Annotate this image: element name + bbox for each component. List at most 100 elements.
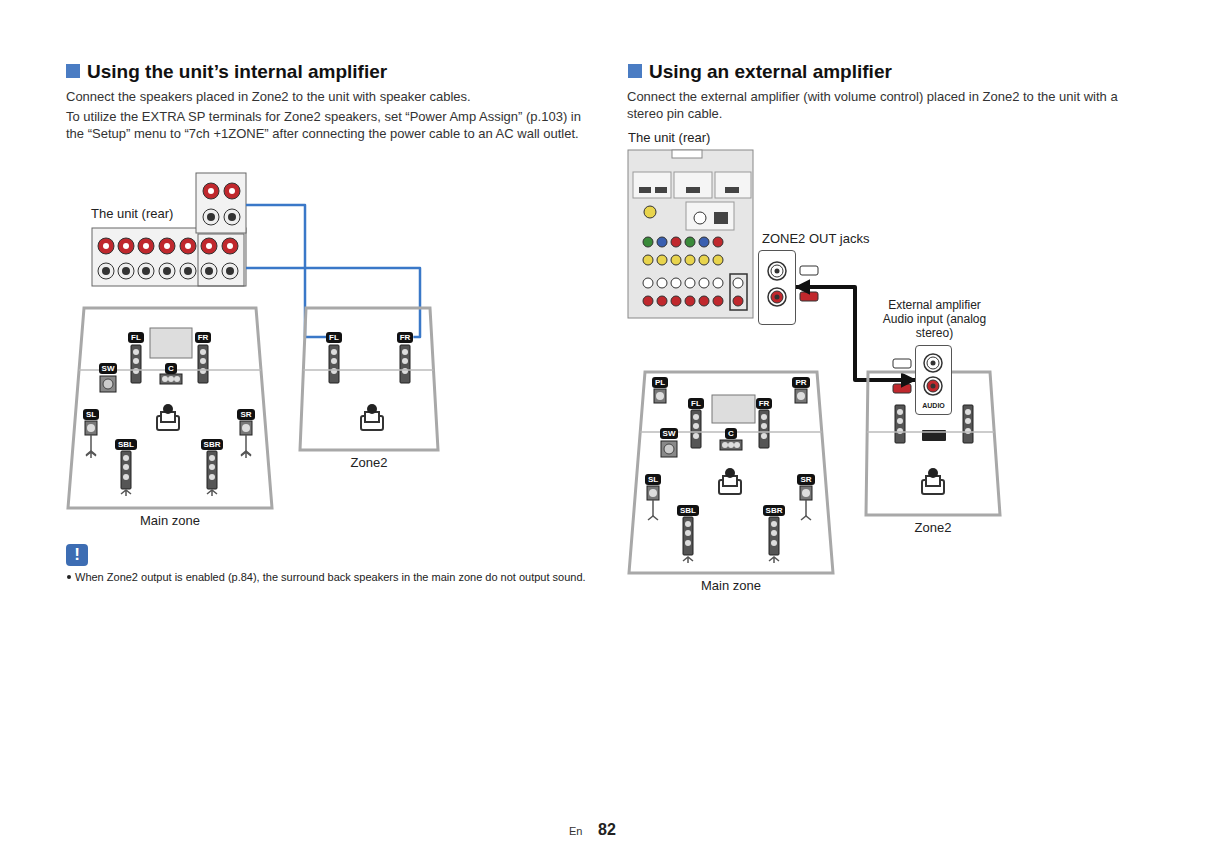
illustration-part: [671, 278, 681, 288]
illustration-part: [685, 278, 695, 288]
illustration-part: [643, 237, 653, 247]
illustration-part: [180, 263, 196, 279]
illustration-part: [138, 263, 154, 279]
illustration-part: [98, 238, 114, 254]
jack-ring: [924, 377, 942, 395]
speaker-label: SBR: [763, 505, 786, 516]
illustration-part: [203, 183, 219, 199]
jack-ring: [924, 354, 942, 372]
speaker-label: SR: [797, 474, 814, 485]
speaker-label-text: SL: [86, 410, 96, 419]
illustration-part: [714, 212, 728, 224]
illustration-part: [138, 238, 154, 254]
speaker-label: FL: [326, 332, 342, 343]
speaker-label-text: FL: [131, 333, 141, 342]
jack-body: [927, 357, 939, 369]
speaker-label: FL: [128, 332, 144, 343]
illustration-part: [241, 452, 251, 458]
illustration-part: [893, 359, 911, 368]
illustration-part: [150, 328, 192, 358]
jack-label: AUDIO: [916, 401, 951, 410]
speaker-label-text: PR: [795, 378, 806, 387]
speaker-label: SBL: [677, 505, 699, 516]
speaker-label: PL: [652, 377, 668, 388]
unit-rear: The unit (rear): [628, 150, 753, 318]
illustration-part: [759, 410, 769, 448]
illustration-part: [713, 278, 723, 288]
jack-callout-box: ZONE2 OUT jacks: [758, 250, 796, 325]
speaker-label-text: FR: [759, 399, 770, 408]
jack-pin: [931, 361, 936, 366]
illustration-part: [713, 237, 723, 247]
illustration-part: [661, 441, 677, 457]
floor-line: [867, 431, 994, 433]
speaker-label-text: SW: [102, 364, 115, 373]
illustration-part: [686, 202, 734, 230]
illustration-part: [644, 206, 656, 218]
illustration-part: [671, 255, 681, 265]
jack-pin: [775, 295, 780, 300]
illustration-part: [720, 440, 742, 450]
illustration-part: [685, 296, 695, 306]
illustration-part: [224, 183, 240, 199]
illustration-part: [699, 255, 709, 265]
unit-rear-panel: [92, 173, 246, 286]
illustration-part: [86, 452, 96, 458]
illustration-part: [240, 421, 252, 455]
illustration-part: [800, 292, 818, 301]
illustration-part: [654, 389, 666, 403]
speaker-label-text: PL: [655, 378, 665, 387]
illustration-part: [715, 172, 751, 198]
illustration-part: [118, 238, 134, 254]
bullet: [67, 575, 71, 579]
illustration-part: [719, 468, 741, 494]
illustration-part: [118, 263, 134, 279]
illustration-part: [198, 345, 208, 383]
section-heading: Using an external amplifier: [649, 60, 892, 84]
illustration-part: [633, 172, 671, 198]
section-marker: [66, 64, 80, 78]
illustration-part: [686, 187, 700, 193]
section-marker: [628, 64, 642, 78]
illustration-part: [639, 187, 651, 193]
illustration-part: [699, 296, 709, 306]
illustration-part: [893, 384, 911, 393]
illustration-part: [157, 404, 179, 430]
note-icon: !: [66, 544, 88, 566]
speaker-label-text: SBL: [680, 506, 696, 515]
illustration-part: [643, 296, 653, 306]
unit-label: The unit (rear): [91, 206, 173, 222]
illustration-part: [222, 238, 238, 254]
speaker-label: FL: [688, 398, 704, 409]
speaker-label: SR: [237, 409, 254, 420]
illustration-part: [730, 274, 747, 310]
jack-ring: [768, 288, 786, 306]
jack-pin: [775, 269, 780, 274]
zone-label: Main zone: [629, 578, 833, 594]
jack-pin: [931, 384, 936, 389]
illustration-part: [769, 557, 779, 563]
page-number: 82: [598, 820, 616, 840]
illustration-part: [160, 374, 182, 384]
illustration-part: [203, 209, 219, 225]
illustration-part: [895, 405, 905, 443]
jack-body: [771, 265, 783, 277]
illustration-part: [674, 172, 712, 198]
speaker-label: SBR: [201, 439, 224, 450]
illustration-part: [922, 468, 944, 494]
illustration-part: [769, 517, 779, 555]
speaker-label: SL: [83, 409, 99, 420]
illustration-part: [683, 557, 693, 563]
speaker-label: SBL: [115, 439, 137, 450]
illustration-part: [712, 395, 755, 423]
zone-room: Zone2FLFR: [300, 308, 438, 450]
room-outline: [68, 308, 272, 508]
illustration-part: [98, 263, 114, 279]
illustration-part: [713, 255, 723, 265]
illustration-part: [685, 255, 695, 265]
page-language: En: [569, 824, 582, 838]
illustration-part: [180, 238, 196, 254]
illustration-part: [657, 296, 667, 306]
illustration-part: [92, 228, 246, 286]
